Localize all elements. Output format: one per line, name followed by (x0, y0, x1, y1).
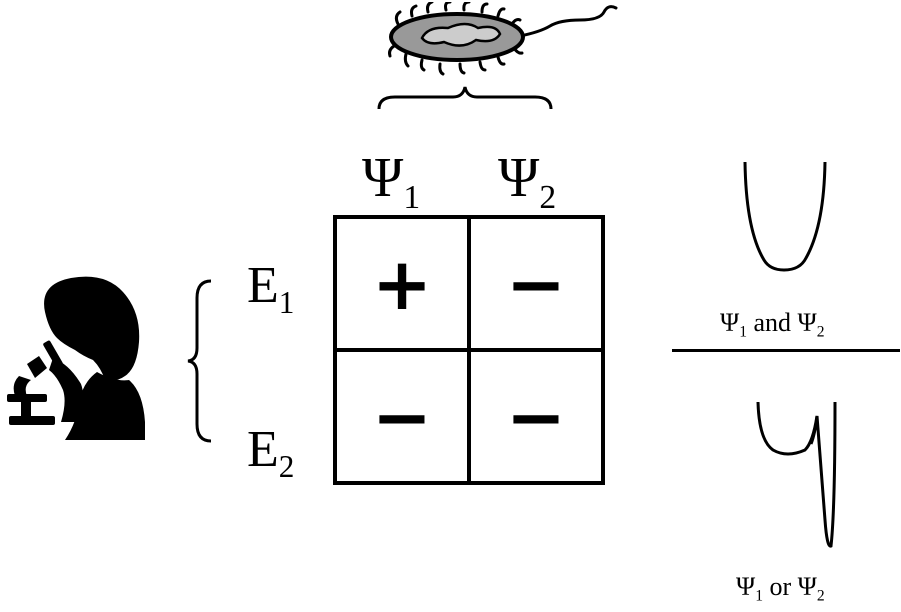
column-label-psi1: Ψ1 (362, 147, 421, 216)
row-label-e1: E1 (247, 257, 295, 320)
caption-or: Ψ1 or Ψ2 (736, 572, 825, 605)
row-label-e2: E2 (247, 421, 295, 484)
double-well-potential-icon (756, 401, 837, 548)
separator-line (672, 349, 900, 352)
left-brace (187, 279, 212, 443)
scientist-with-microscope-icon (7, 276, 145, 440)
bacterium-icon (388, 2, 618, 76)
outcome-grid: + − − − (333, 215, 605, 485)
cell-e1-psi1: + (337, 219, 469, 350)
column-label-psi2: Ψ2 (498, 147, 557, 216)
caption-and: Ψ1 and Ψ2 (720, 308, 825, 341)
single-well-potential-icon (743, 161, 827, 272)
cell-e2-psi2: − (469, 350, 601, 481)
top-brace (377, 86, 553, 110)
cell-e1-psi2: − (469, 219, 601, 350)
cell-e2-psi1: − (337, 350, 469, 481)
